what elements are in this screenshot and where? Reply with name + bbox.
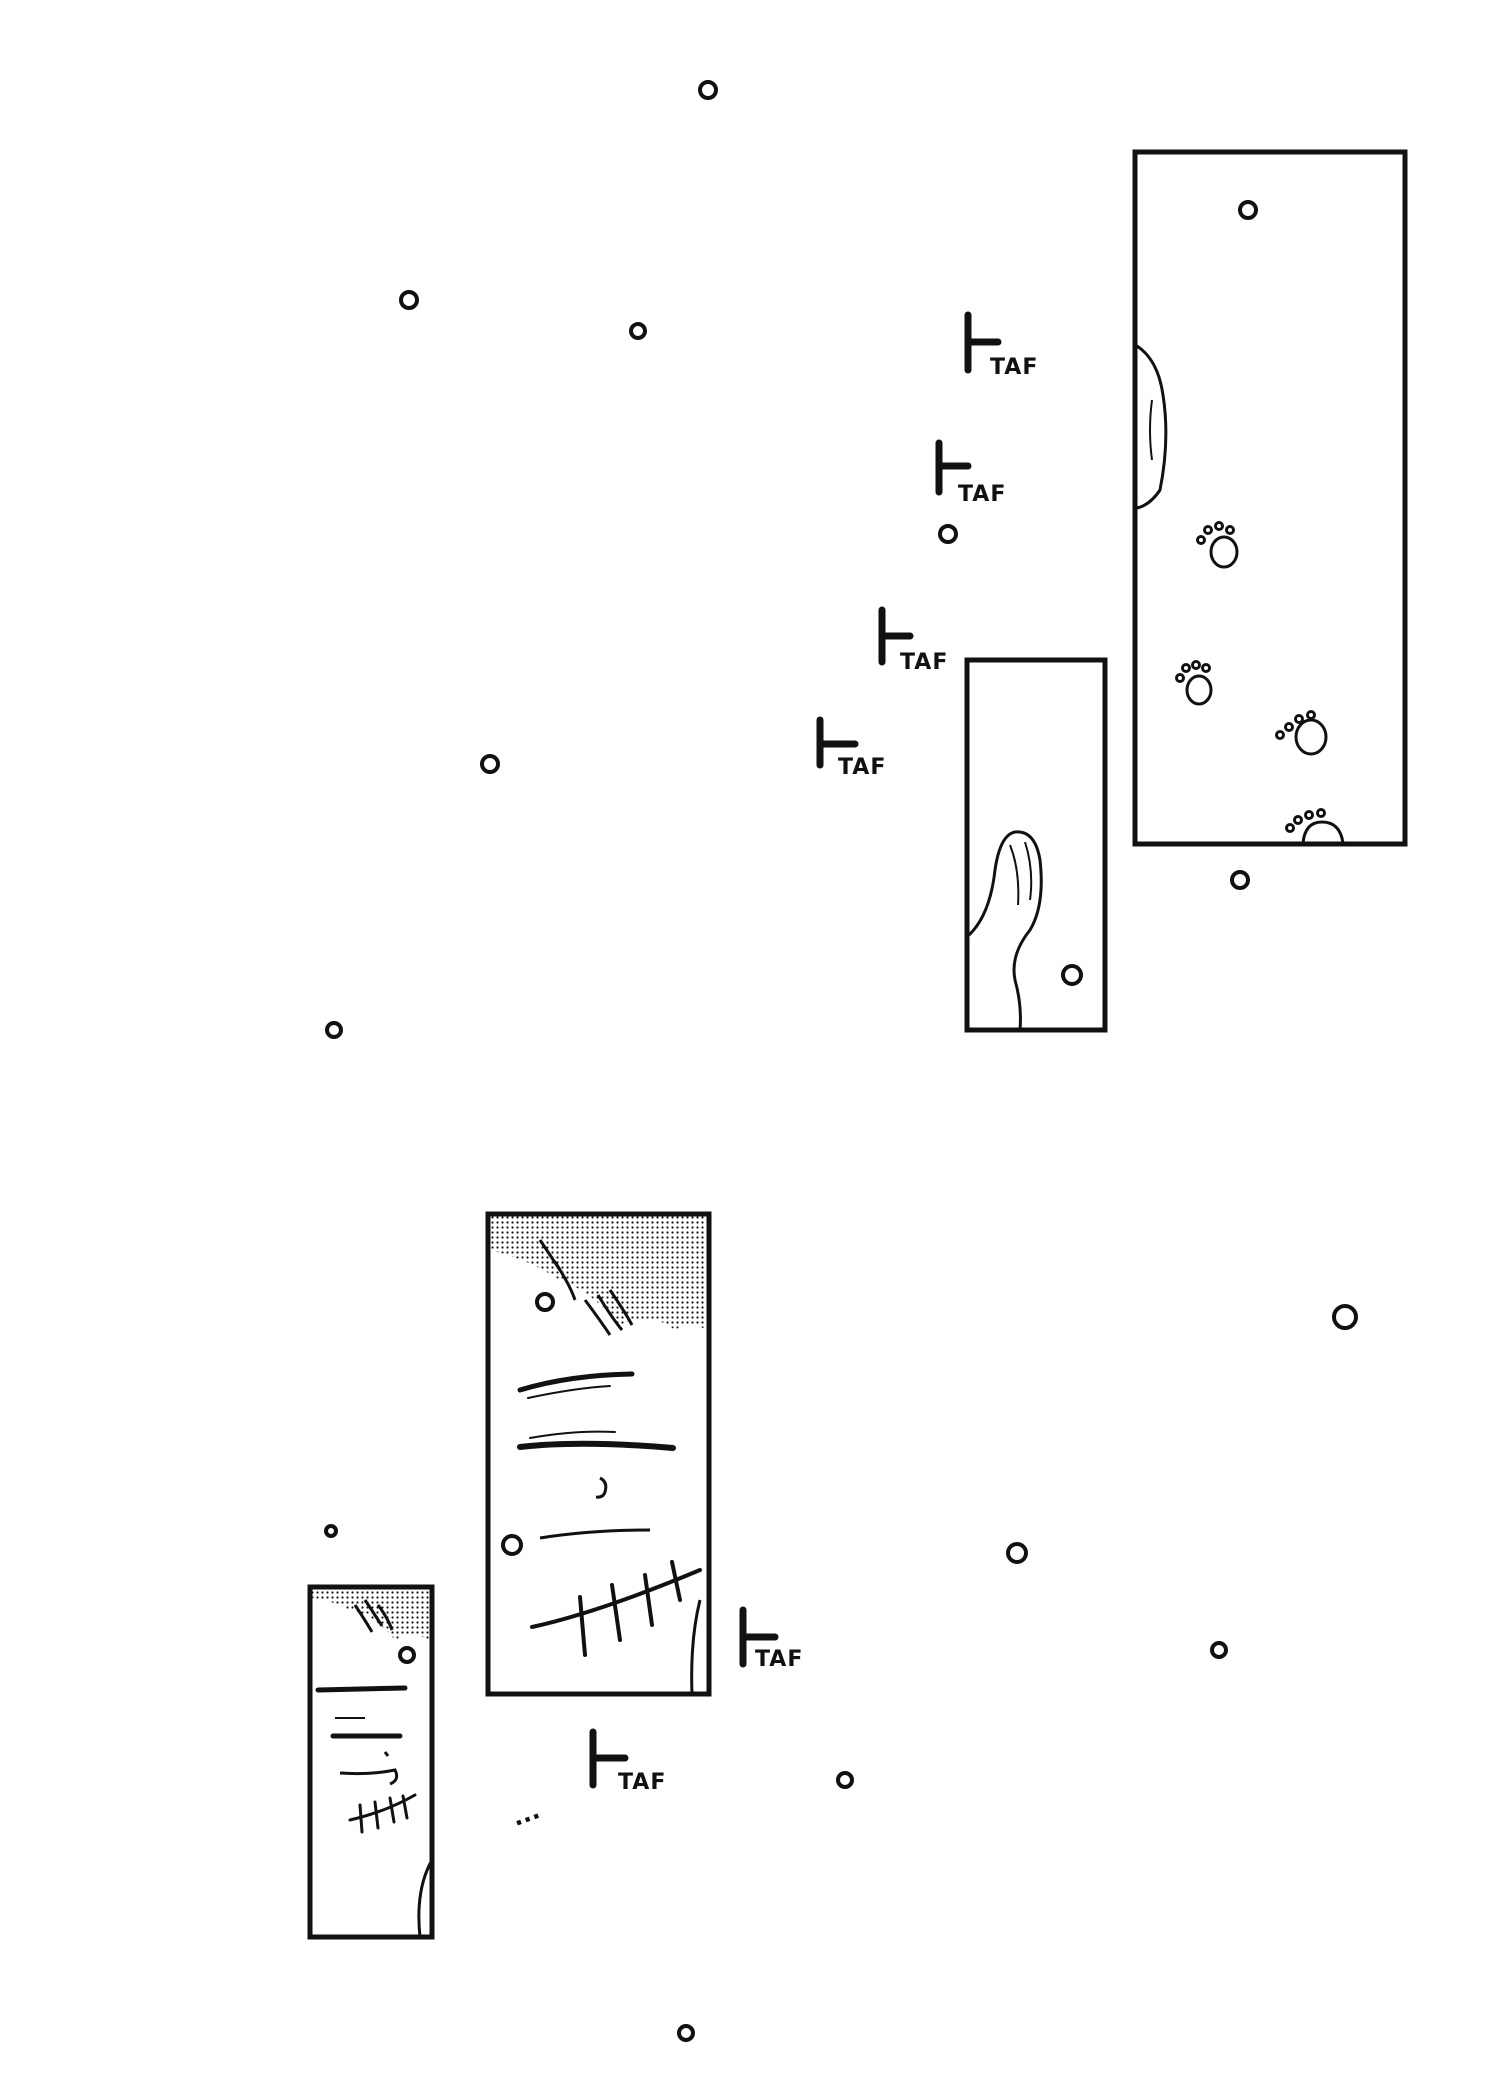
snowflake bbox=[1210, 1641, 1228, 1659]
snowflake bbox=[698, 80, 718, 100]
snowflake bbox=[535, 1292, 555, 1312]
nose bbox=[595, 1476, 608, 1499]
sfx-taf: TAF bbox=[958, 482, 1007, 507]
snowflake bbox=[1061, 964, 1083, 986]
panel-small-face bbox=[307, 1584, 435, 1940]
panel-sleeping-face bbox=[485, 1211, 712, 1697]
paw-print bbox=[1209, 535, 1239, 569]
closed-eye bbox=[315, 1685, 408, 1693]
snowflake bbox=[1238, 200, 1258, 220]
snowflake bbox=[398, 1646, 416, 1664]
snowflake bbox=[399, 290, 419, 310]
snowflake bbox=[501, 1534, 523, 1556]
paw-print bbox=[1301, 820, 1345, 844]
panel-cat-tail bbox=[964, 657, 1108, 1033]
stitched-scar bbox=[530, 1560, 702, 1657]
stitched-scar bbox=[348, 1793, 417, 1834]
sfx-taf: TAF bbox=[838, 755, 887, 780]
closed-eye bbox=[517, 1371, 635, 1399]
hair-screentone bbox=[312, 1589, 430, 1640]
snowflake bbox=[1332, 1304, 1358, 1330]
sfx-taf: TAF bbox=[900, 650, 949, 675]
sfx-taf: TAF bbox=[755, 1647, 804, 1672]
mouth-line bbox=[539, 1528, 651, 1540]
sfx-taf: TAF bbox=[990, 355, 1039, 380]
snowflake bbox=[938, 524, 958, 544]
mouth-line bbox=[339, 1768, 399, 1786]
cat-tail bbox=[967, 830, 1043, 1031]
snowflake bbox=[629, 322, 647, 340]
snowflake bbox=[1230, 870, 1250, 890]
paw-prints bbox=[1175, 521, 1345, 844]
nose bbox=[383, 1751, 390, 1757]
paw-print bbox=[1185, 674, 1213, 706]
snowflake bbox=[324, 1524, 338, 1538]
panel-cat-walking-away bbox=[1132, 149, 1408, 847]
snowflake bbox=[677, 2024, 695, 2042]
snowflake bbox=[836, 1771, 854, 1789]
snowflake bbox=[325, 1021, 343, 1039]
cat-tail-edge bbox=[1136, 344, 1168, 510]
closed-eye bbox=[517, 1430, 676, 1451]
snowflake bbox=[1006, 1542, 1028, 1564]
snowflake bbox=[480, 754, 500, 774]
footstep-marks-upper bbox=[589, 311, 1002, 1789]
sfx-taf: TAF bbox=[618, 1770, 667, 1795]
